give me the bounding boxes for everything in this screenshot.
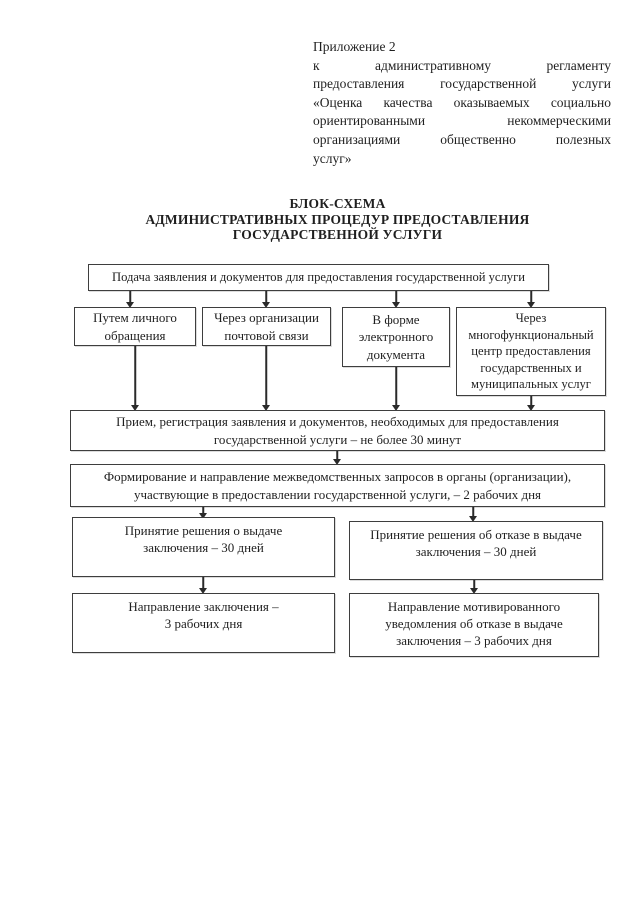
- flow-node-label: Формирование и направление межведомствен…: [103, 469, 572, 502]
- flowchart-title: БЛОК-СХЕМА АДМИНИСТРАТИВНЫХ ПРОЦЕДУР ПРЕ…: [70, 196, 605, 243]
- appendix-header-line: предоставления государственной услуги: [313, 76, 611, 92]
- flow-node-reception: Прием, регистрация заявления и документо…: [70, 410, 605, 451]
- flow-node-submission: Подача заявления и документов для предос…: [88, 264, 549, 291]
- flow-arrow-down-icon: [261, 291, 271, 308]
- flow-arrow-down-icon: [391, 367, 401, 411]
- flow-node-label: Направление мотивированного уведомления …: [385, 599, 563, 649]
- flow-node-label: Путем личного обращения: [93, 310, 177, 343]
- flow-arrow-down-icon: [468, 507, 478, 522]
- flow-node-send-conclusion: Направление заключения – 3 рабочих дня: [72, 593, 335, 653]
- flow-node-label: Направление заключения – 3 рабочих дня: [128, 599, 279, 632]
- flow-arrow-down-icon: [526, 396, 536, 411]
- flow-node-decision-issue: Принятие решения о выдаче заключения – 3…: [72, 517, 335, 577]
- appendix-header: Приложение 2 к административному регламе…: [313, 38, 611, 168]
- title-line: АДМИНИСТРАТИВНЫХ ПРОЦЕДУР ПРЕДОСТАВЛЕНИЯ: [145, 211, 530, 227]
- flow-node-label: Принятие решения о выдаче заключения – 3…: [124, 523, 283, 556]
- appendix-header-line: организациями общественно полезных: [313, 131, 611, 147]
- title-line: БЛОК-СХЕМА: [289, 196, 386, 211]
- flow-node-label: Через организации почтовой связи: [214, 310, 319, 343]
- flow-node-electronic: В форме электронного документа: [342, 307, 450, 367]
- flow-arrow-down-icon: [198, 507, 208, 519]
- appendix-header-line: к административному регламенту: [313, 57, 611, 73]
- flow-arrow-down-icon: [130, 346, 140, 411]
- flow-node-mfc: Через многофункциональный центр предоста…: [456, 307, 606, 396]
- appendix-header-line: ориентированными некоммерческими: [313, 113, 611, 129]
- flow-arrow-down-icon: [391, 291, 401, 308]
- appendix-header-line: Приложение 2: [313, 39, 396, 54]
- flow-arrow-down-icon: [198, 577, 208, 594]
- flow-node-interagency: Формирование и направление межведомствен…: [70, 464, 605, 507]
- flow-node-send-refusal: Направление мотивированного уведомления …: [349, 593, 599, 657]
- flow-arrow-down-icon: [261, 346, 271, 411]
- flow-arrow-down-icon: [125, 291, 135, 308]
- flow-node-label: Через многофункциональный центр предоста…: [468, 310, 594, 392]
- flow-node-postal: Через организации почтовой связи: [202, 307, 331, 346]
- title-line: ГОСУДАРСТВЕННОЙ УСЛУГИ: [232, 227, 443, 242]
- flow-node-label: Подача заявления и документов для предос…: [111, 270, 526, 285]
- flow-node-in-person: Путем личного обращения: [74, 307, 196, 346]
- flow-node-label: Принятие решения об отказе в выдаче закл…: [370, 527, 582, 560]
- appendix-header-line: услуг»: [313, 150, 352, 166]
- flow-arrow-down-icon: [526, 291, 536, 308]
- flow-node-decision-refuse: Принятие решения об отказе в выдаче закл…: [349, 521, 603, 580]
- flow-arrow-down-icon: [469, 580, 479, 594]
- flow-arrow-down-icon: [332, 451, 342, 465]
- flow-node-label: Прием, регистрация заявления и документо…: [116, 414, 559, 447]
- flow-node-label: В форме электронного документа: [358, 312, 434, 362]
- appendix-header-line: «Оценка качества оказываемых социально: [313, 94, 611, 110]
